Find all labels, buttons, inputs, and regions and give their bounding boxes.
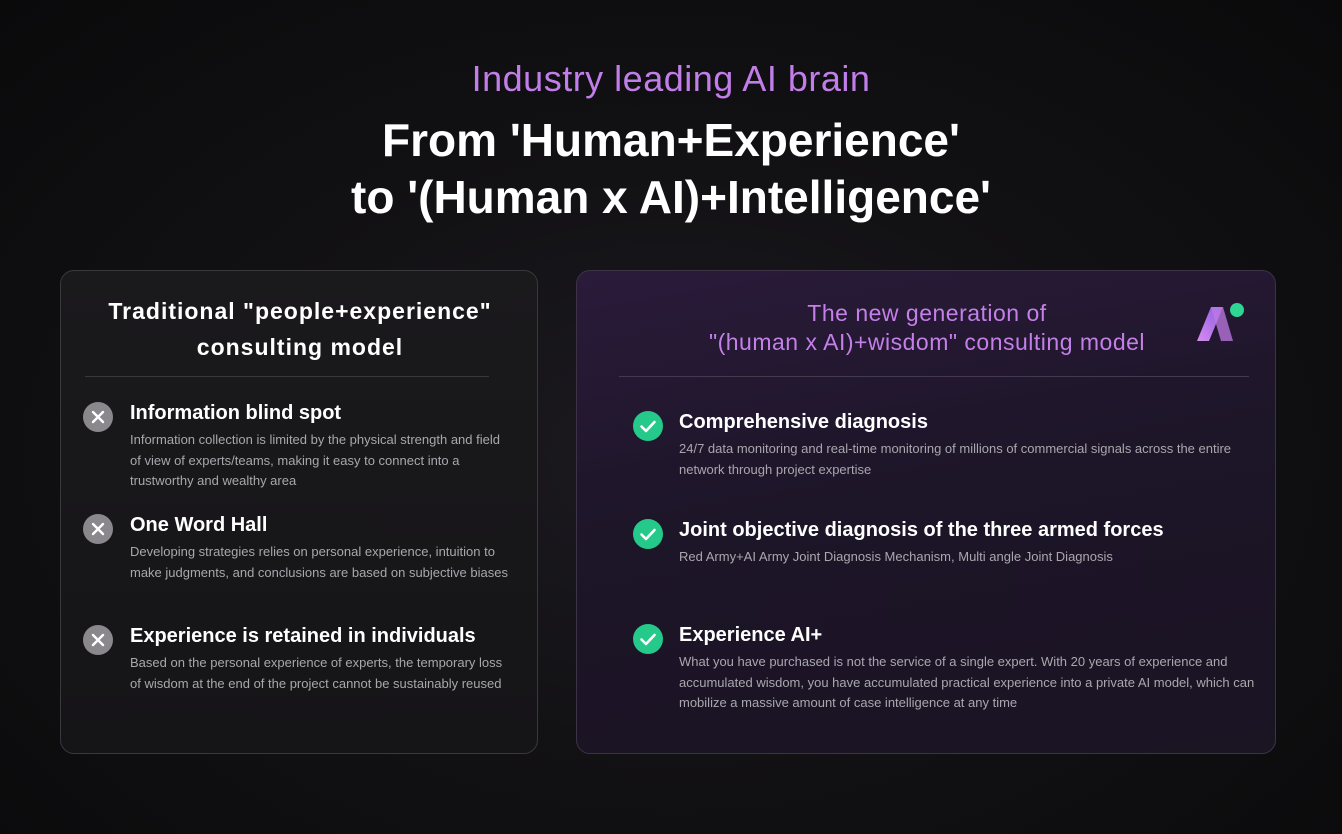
- traditional-title-line-2: consulting model: [196, 334, 404, 360]
- cross-circle-icon: [83, 625, 113, 655]
- new-generation-model-card: The new generation of "(human x AI)+wisd…: [576, 270, 1276, 754]
- item-description: What you have purchased is not the servi…: [679, 654, 1255, 710]
- item-title: Experience AI+: [679, 624, 823, 646]
- page-headline: From 'Human+Experience' to '(Human x AI)…: [0, 112, 1342, 226]
- check-circle-icon: [633, 519, 663, 549]
- cross-circle-icon: [83, 514, 113, 544]
- traditional-card-title: Traditional "people+experience" consulti…: [61, 293, 539, 365]
- item-description: 24/7 data monitoring and real-time monit…: [679, 441, 1232, 477]
- headline-line-1: From 'Human+Experience': [382, 114, 960, 166]
- new-generation-title-line-1: The new generation of: [807, 300, 1047, 326]
- ai-logo-icon: [1197, 303, 1244, 341]
- item-description: Based on the personal experience of expe…: [130, 655, 503, 691]
- check-circle-icon: [633, 411, 663, 441]
- eyebrow-title: Industry leading AI brain: [471, 58, 871, 99]
- headline-line-2: to '(Human x AI)+Intelligence': [351, 171, 991, 223]
- new-generation-title-line-2: "(human x AI)+wisdom" consulting model: [708, 329, 1146, 355]
- item-title: One Word Hall: [130, 514, 268, 536]
- item-title: Comprehensive diagnosis: [679, 411, 928, 433]
- check-circle-icon: [633, 624, 663, 654]
- item-title: Information blind spot: [130, 402, 342, 424]
- traditional-title-line-1: Traditional "people+experience": [108, 298, 492, 324]
- item-description: Information collection is limited by the…: [130, 432, 500, 488]
- card-divider: [85, 376, 489, 377]
- item-title: Joint objective diagnosis of the three a…: [679, 519, 1164, 541]
- item-title: Experience is retained in individuals: [130, 625, 476, 647]
- item-description: Developing strategies relies on personal…: [130, 544, 508, 580]
- traditional-model-card: Traditional "people+experience" consulti…: [60, 270, 538, 754]
- new-generation-card-title: The new generation of "(human x AI)+wisd…: [637, 299, 1217, 357]
- cross-circle-icon: [83, 402, 113, 432]
- card-divider: [619, 376, 1249, 377]
- item-description: Red Army+AI Army Joint Diagnosis Mechani…: [679, 549, 1113, 564]
